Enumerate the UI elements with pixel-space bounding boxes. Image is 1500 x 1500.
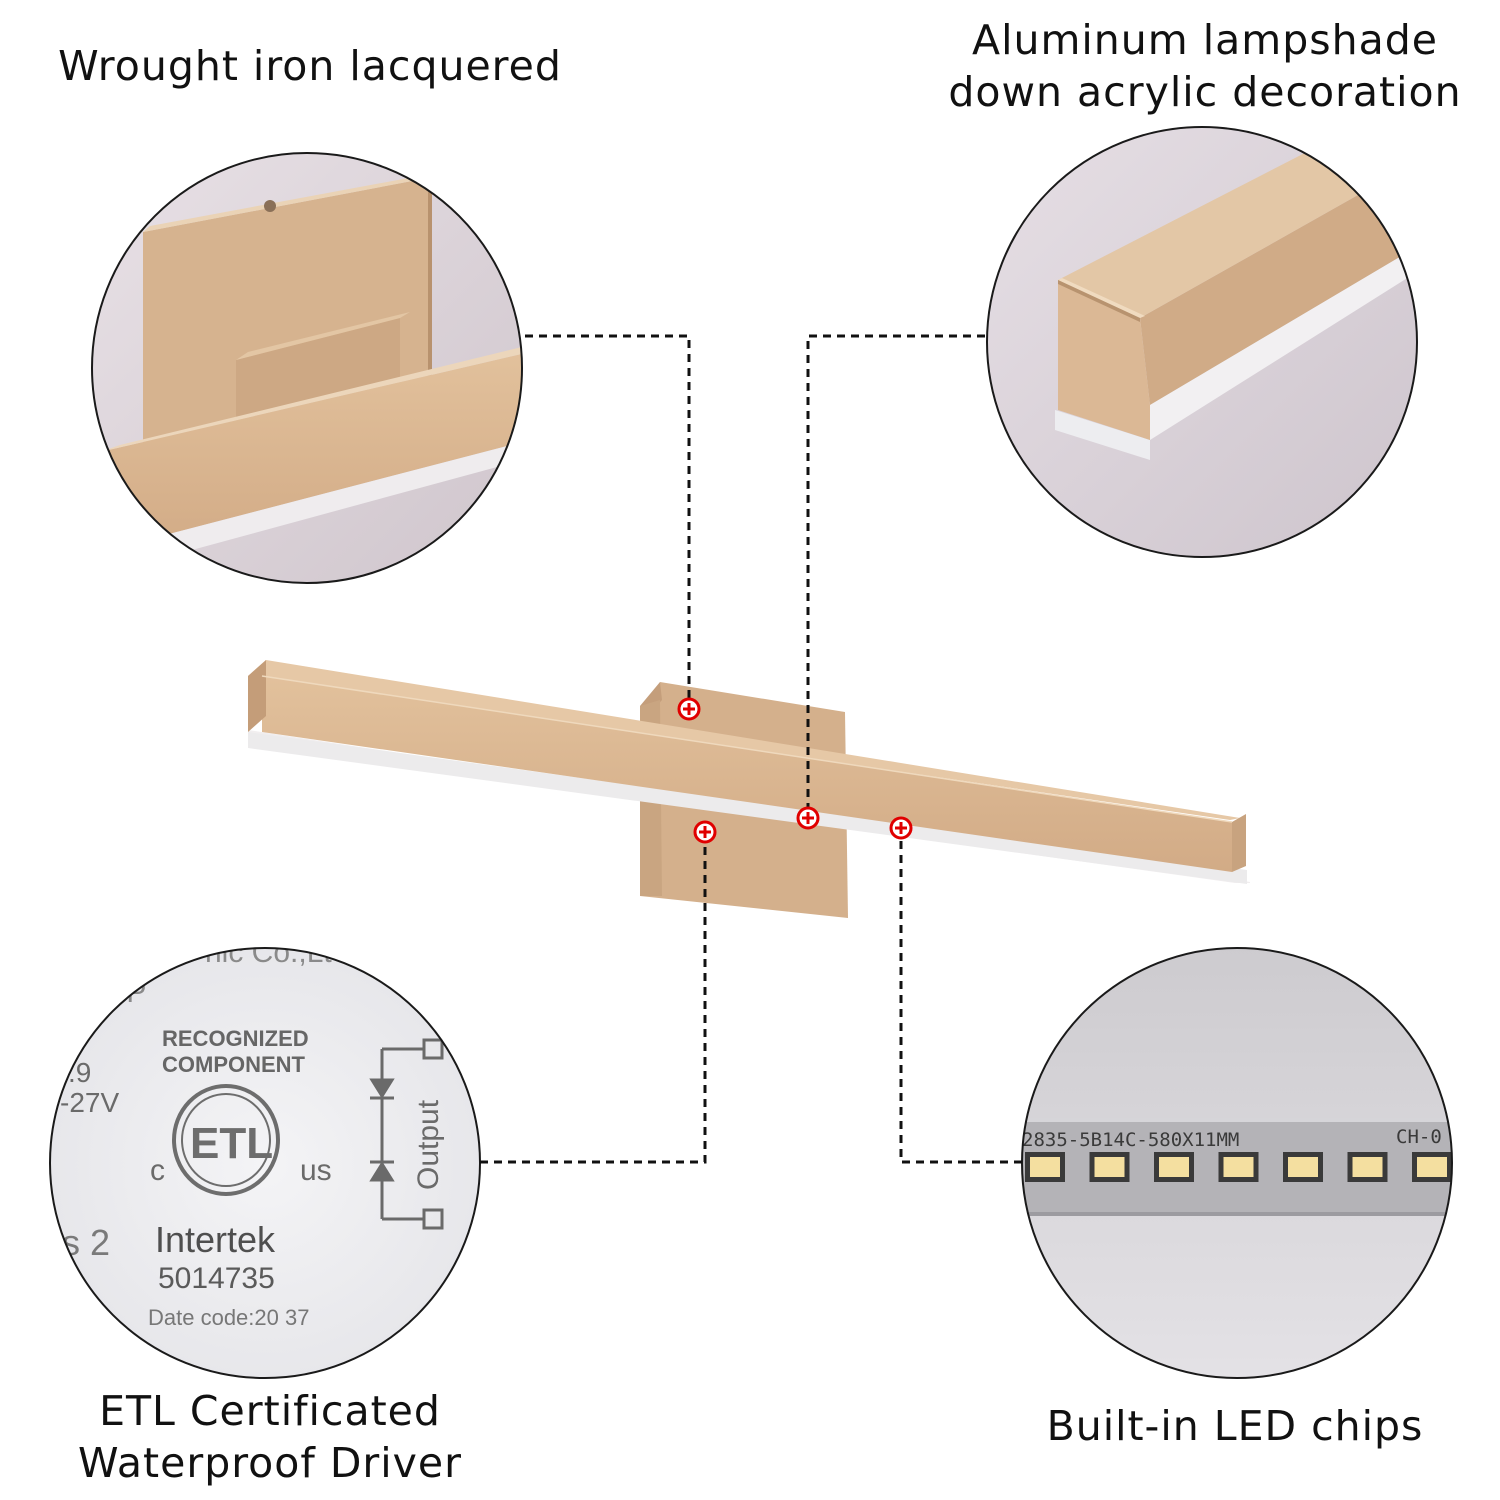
label-output: Output bbox=[412, 1099, 445, 1190]
detail-circle-led-strip: 2835-5B14C-580X11MM CH-0 bbox=[1021, 947, 1453, 1379]
detail-circle-bracket bbox=[91, 152, 523, 584]
light-bar bbox=[262, 676, 1232, 872]
led-chip-phosphor bbox=[1352, 1157, 1383, 1177]
led-chip-phosphor bbox=[1417, 1157, 1447, 1177]
callout-markers bbox=[677, 697, 913, 844]
output-circuit-diagram bbox=[369, 1038, 444, 1230]
caption-line: Waterproof Driver bbox=[78, 1439, 462, 1487]
label-ip-partial: IP bbox=[118, 976, 146, 1009]
label-c-mark: c bbox=[150, 1154, 165, 1187]
callout-marker bbox=[693, 820, 717, 844]
label-recognized: RECOGNIZED bbox=[162, 1026, 309, 1051]
callout-marker bbox=[889, 816, 913, 840]
label-component: COMPONENT bbox=[162, 1052, 306, 1077]
led-strip-code: 2835-5B14C-580X11MM bbox=[1022, 1129, 1239, 1151]
detail-circle-driver-label: nic Co.,Lt IP RECOGNIZED COMPONENT .9 -2… bbox=[49, 936, 481, 1379]
caption-etl-driver: ETL Certificated Waterproof Driver bbox=[40, 1385, 500, 1489]
led-chip-phosphor bbox=[1094, 1157, 1125, 1177]
led-chip-phosphor bbox=[1223, 1157, 1254, 1177]
connector-led bbox=[899, 838, 1022, 1164]
etl-mark-text: ETL bbox=[190, 1119, 273, 1168]
led-chip-row bbox=[1025, 1152, 1452, 1182]
label-us-mark: us bbox=[300, 1154, 332, 1187]
led-chip-phosphor bbox=[1288, 1157, 1318, 1177]
caption-aluminum-lampshade: Aluminum lampshade down acrylic decorati… bbox=[930, 14, 1480, 118]
label-left-value-1: .9 bbox=[68, 1057, 91, 1088]
label-left-value-2: -27V bbox=[60, 1087, 119, 1118]
label-date-code: Date code:20 37 bbox=[148, 1305, 309, 1330]
caption-line: ETL Certificated bbox=[99, 1387, 441, 1435]
led-strip-code-right: CH-0 bbox=[1396, 1126, 1442, 1148]
caption-line: Aluminum lampshade bbox=[972, 16, 1438, 64]
connector-bracket bbox=[525, 334, 691, 700]
label-control-number: 5014735 bbox=[158, 1262, 275, 1295]
label-intertek: Intertek bbox=[155, 1219, 276, 1260]
led-chip-phosphor bbox=[1030, 1157, 1060, 1177]
callout-marker bbox=[796, 806, 820, 830]
etl-logo: ETL bbox=[172, 1084, 280, 1196]
caption-line: down acrylic decoration bbox=[948, 68, 1462, 116]
led-chip-phosphor bbox=[1159, 1157, 1189, 1177]
vanity-light-fixture bbox=[248, 660, 1250, 918]
label-header-partial: nic Co.,Lt bbox=[205, 936, 332, 969]
caption-led-chips: Built-in LED chips bbox=[1046, 1402, 1424, 1450]
caption-wrought-iron: Wrought iron lacquered bbox=[58, 42, 562, 90]
connector-lampshade bbox=[806, 334, 985, 810]
detail-circle-lampshade bbox=[986, 126, 1418, 558]
connector-driver bbox=[480, 842, 707, 1164]
acrylic-diffuser bbox=[248, 732, 1247, 884]
callout-connectors bbox=[480, 334, 1022, 1164]
callout-marker bbox=[677, 697, 701, 721]
label-side-number: s 2 bbox=[62, 1222, 110, 1263]
